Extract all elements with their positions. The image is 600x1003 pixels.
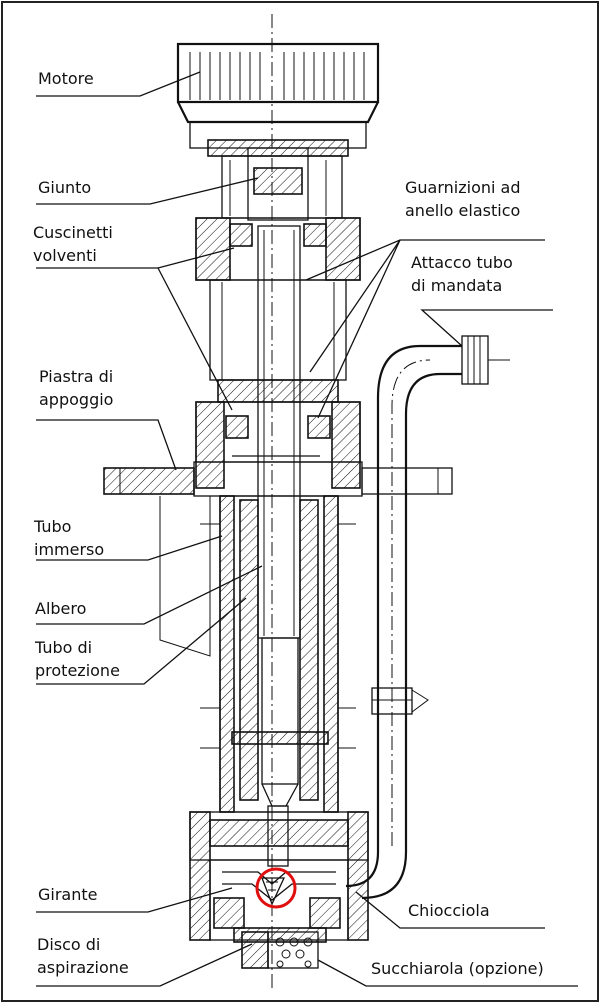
label-motore: Motore [38, 69, 94, 88]
label-chiocciola: Chiocciola [408, 901, 490, 920]
immersed-tube [159, 495, 356, 813]
label-succhiarola: Succhiarola (opzione) [371, 959, 544, 978]
delivery-pipe [345, 335, 510, 900]
label-tubo-immerso-line2: immerso [34, 540, 104, 559]
label-girante: Girante [38, 885, 97, 904]
suction-strainer [241, 931, 319, 969]
label-piastra-line1: Piastra di [39, 367, 113, 386]
shaft [257, 225, 301, 867]
label-tubo-immerso-line1: Tubo [33, 517, 71, 536]
coupling [207, 139, 349, 221]
volute-casing [189, 811, 369, 943]
label-cuscinetti-line2: volventi [33, 246, 97, 265]
leader-lines [36, 71, 578, 987]
impeller-highlight [255, 867, 297, 909]
support-plate [103, 379, 453, 497]
bearing-housing [195, 217, 361, 381]
label-disco-line2: aspirazione [37, 958, 129, 977]
motor [176, 42, 380, 149]
label-guarnizioni-line2: anello elastico [405, 201, 520, 220]
label-guarnizioni-line1: Guarnizioni ad [405, 178, 521, 197]
label-tubo-protezione-line2: protezione [35, 661, 120, 680]
label-attacco-line1: Attacco tubo [411, 253, 513, 272]
label-piastra-line2: appoggio [39, 390, 113, 409]
label-giunto: Giunto [38, 178, 91, 197]
label-cuscinetti-line1: Cuscinetti [33, 223, 113, 242]
label-tubo-protezione-line1: Tubo di [34, 638, 92, 657]
label-disco-line1: Disco di [37, 935, 100, 954]
label-albero: Albero [35, 599, 86, 618]
label-attacco-line2: di mandata [411, 276, 502, 295]
